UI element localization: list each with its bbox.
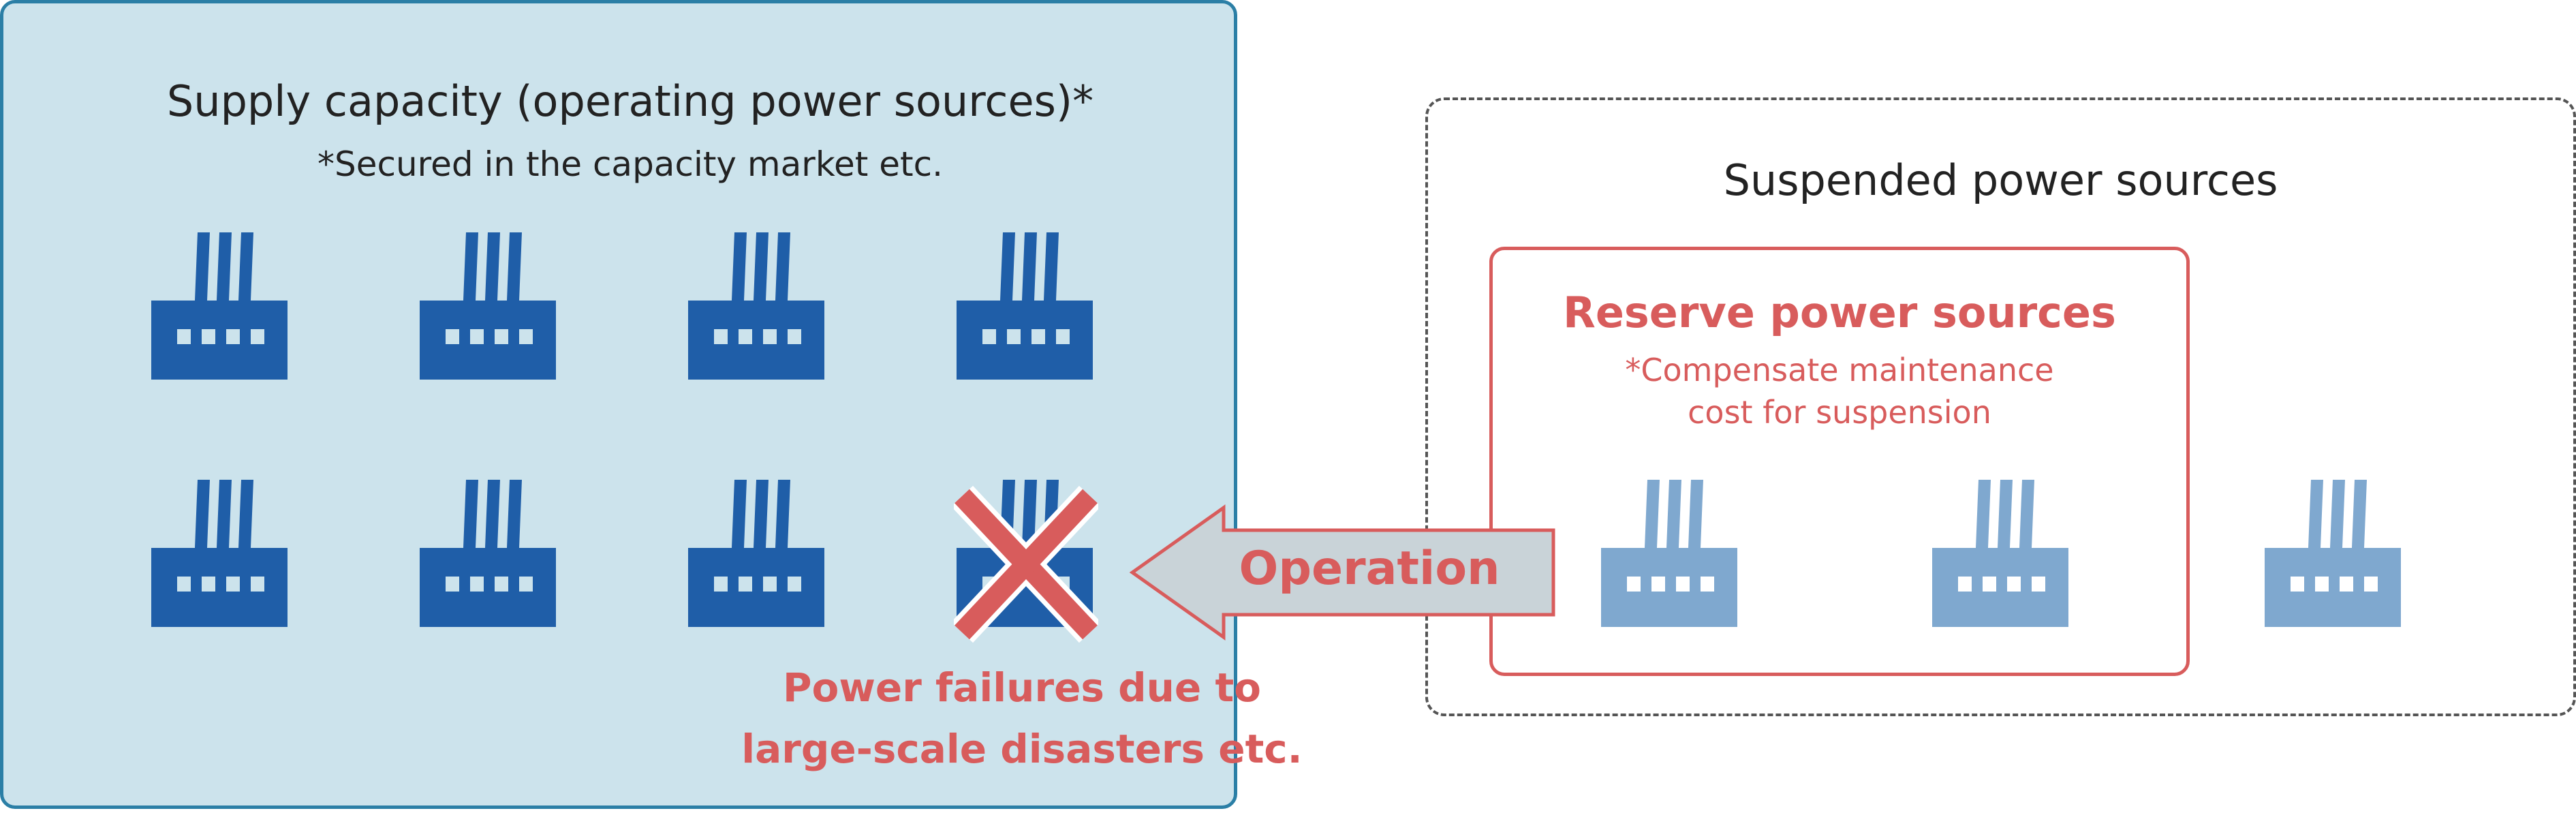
reserve-factory-icon [1932, 480, 2068, 627]
factory-icon [420, 232, 556, 380]
reserve-note-line-1: *Compensate maintenance [1625, 352, 2054, 388]
factory-icon [420, 480, 556, 627]
operation-arrow-label: Operation [1239, 542, 1500, 596]
suspended-power-sources-panel [1425, 97, 2576, 716]
suspended-factory-icon [2265, 480, 2401, 627]
suspended-power-sources-title: Suspended power sources [1723, 155, 2278, 205]
factory-icon [151, 480, 288, 627]
reserve-factory-icon [1601, 480, 1737, 627]
failure-x-icon [954, 485, 1098, 643]
reserve-power-sources-title: Reserve power sources [1563, 288, 2116, 337]
failure-caption-line-2: large-scale disasters etc. [741, 726, 1303, 772]
factory-icon [688, 480, 824, 627]
failure-caption-line-1: Power failures due to [782, 664, 1262, 711]
reserve-power-sources-panel [1489, 247, 2190, 676]
supply-capacity-panel [0, 0, 1237, 809]
factory-icon [688, 232, 824, 380]
supply-capacity-note: *Secured in the capacity market etc. [317, 144, 944, 184]
factory-icon [957, 232, 1093, 380]
reserve-note-line-2: cost for suspension [1688, 394, 1991, 431]
supply-capacity-title: Supply capacity (operating power sources… [166, 76, 1094, 126]
factory-icon [151, 232, 288, 380]
failed-factory-icon [954, 480, 1098, 643]
operation-arrow [1129, 504, 1555, 641]
